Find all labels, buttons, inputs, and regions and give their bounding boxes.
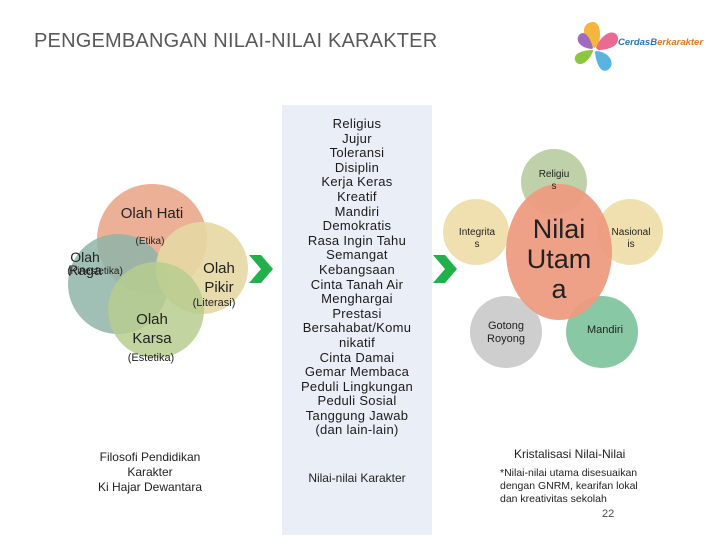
value-item: Mandiri	[334, 203, 380, 219]
middle-caption: Nilai-nilai Karakter	[308, 471, 406, 485]
value-item: Gemar Membaca	[304, 364, 410, 380]
gotong-royong-line: Royong	[487, 333, 525, 345]
right-caption-note: *Nilai-nilai utama disesuaikan dengan GN…	[500, 467, 638, 506]
nilai-utama-line: Nilai	[532, 214, 586, 244]
olah-karsa-circle	[108, 262, 204, 358]
literasi-label: (Literasi)	[192, 297, 236, 309]
value-item: Cinta Damai	[319, 349, 395, 365]
note-line: *Nilai-nilai utama disesuaikan	[500, 467, 638, 479]
nasionalis-line: is	[627, 239, 635, 250]
olah-karsa-label: Olah Karsa	[132, 311, 172, 347]
integritas-line: Integrita	[458, 227, 496, 238]
arrow-right-icon	[249, 255, 273, 283]
religius-label: Religiu s	[530, 169, 578, 193]
integritas-line: s	[474, 239, 480, 250]
value-item: Peduli Lingkungan	[300, 378, 414, 394]
left-caption-line: Karakter	[127, 465, 173, 479]
note-line: dengan GNRM, kearifan lokal	[500, 480, 638, 492]
nilai-utama-circle	[506, 184, 612, 320]
page-title: PENGEMBANGAN NILAI-NILAI KARAKTER	[34, 30, 438, 52]
arrow-right-icon	[433, 255, 457, 283]
olah-hati-label: Olah Hati	[120, 205, 184, 222]
value-item: Demokratis	[322, 218, 392, 234]
value-item: Rasa Ingin Tahu	[307, 232, 407, 248]
page-number: 22	[602, 508, 615, 520]
religius-line: s	[551, 181, 557, 192]
values-panel	[282, 105, 432, 535]
value-item: Religius	[332, 116, 382, 131]
value-item: Bersahabat/Komu	[302, 320, 412, 336]
note-line: dan kreativitas sekolah	[500, 493, 607, 505]
values-list: Religius Jujur Toleransi Disiplin Kerja …	[282, 116, 432, 438]
left-caption: Filosofi Pendidikan Karakter Ki Hajar De…	[70, 450, 230, 495]
kinestetika-label: (Kinestetika)	[67, 266, 123, 277]
gotong-royong-line: Gotong	[487, 320, 525, 332]
etika-label: (Etika)	[135, 236, 165, 247]
value-item: Prestasi	[332, 305, 382, 321]
olah-pikir-label: Olah Pikir	[203, 260, 235, 296]
value-item: Semangat	[326, 247, 388, 263]
value-item: Toleransi	[329, 145, 385, 161]
value-item: Disiplin	[334, 159, 380, 175]
logo	[572, 18, 702, 80]
value-item: Jujur	[342, 130, 372, 146]
nilai-utama-label: Nilai Utam a	[506, 214, 612, 304]
value-item: Kerja Keras	[321, 174, 393, 190]
olah-raga-label: Olah Raga	[68, 249, 102, 278]
value-item: (dan lain-lain)	[315, 422, 399, 438]
value-item: Kebangsaan	[318, 261, 395, 277]
integritas-circle	[443, 199, 509, 265]
estetika-label: (Estetika)	[127, 352, 175, 364]
integritas-label: Integrita s	[448, 227, 506, 251]
left-caption-line: Ki Hajar Dewantara	[97, 480, 203, 494]
right-caption-title: Kristalisasi Nilai-Nilai	[514, 447, 626, 461]
gotong-royong-label: Gotong Royong	[474, 320, 538, 346]
mandiri-label: Mandiri	[586, 324, 624, 336]
logo-text: CerdasBerkarakter	[618, 37, 704, 48]
nasionalis-line: Nasional	[611, 227, 651, 238]
nilai-utama-line: Utam	[526, 244, 592, 274]
nasionalis-label: Nasional is	[600, 227, 662, 251]
value-item: Kreatif	[337, 188, 377, 204]
value-item: Peduli Sosial	[317, 393, 397, 409]
value-item: Tanggung Jawab	[305, 407, 409, 423]
religius-line: Religiu	[538, 169, 570, 180]
value-item: Menghargai	[321, 291, 393, 307]
left-caption-line: Filosofi Pendidikan	[99, 450, 201, 464]
value-item: nikatif	[338, 334, 376, 350]
nilai-utama-line: a	[551, 274, 567, 304]
value-item: Cinta Tanah Air	[310, 276, 404, 292]
logo-flower-icon	[574, 21, 619, 71]
